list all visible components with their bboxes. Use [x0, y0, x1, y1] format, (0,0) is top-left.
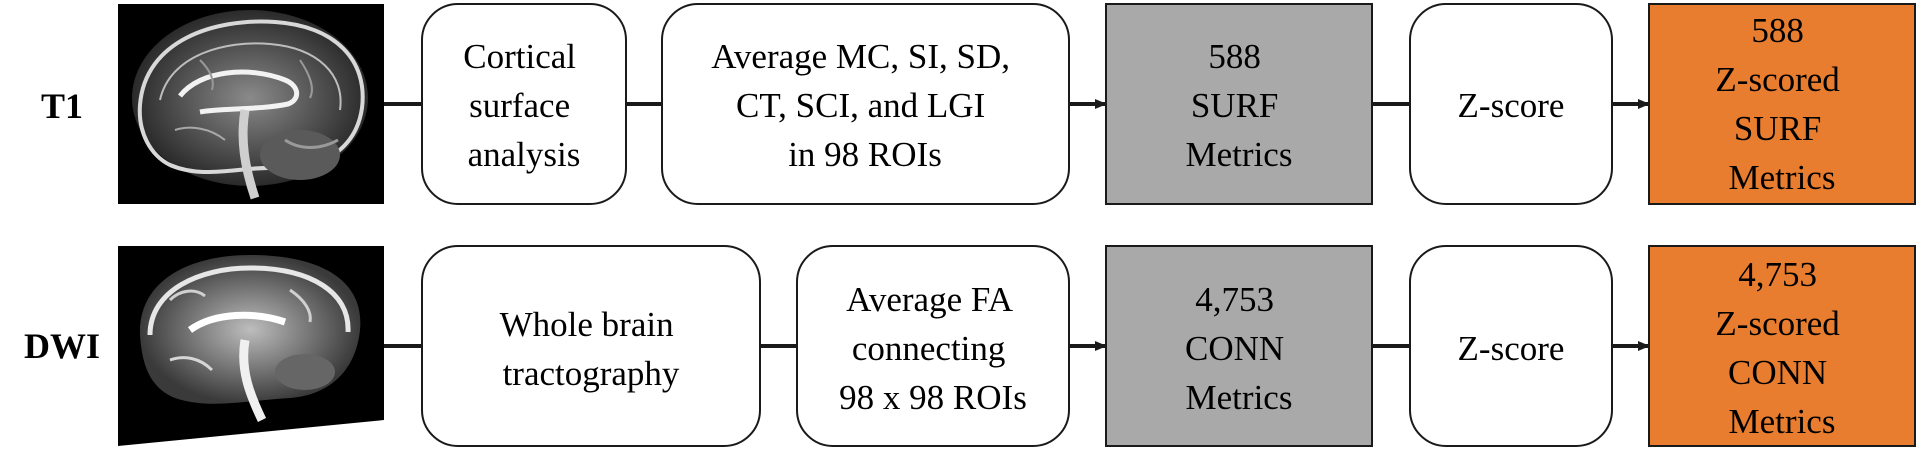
brain-dwi-sagittal-icon: [118, 246, 384, 446]
svg-text:4,753 CONN Metrics: 4,753 CONN Metrics: [1185, 280, 1293, 417]
brain-mri-sagittal-icon: [118, 4, 384, 204]
svg-text:Whole brain tractography: Whole brain tractography: [500, 305, 683, 393]
svg-text:Z-score: Z-score: [1458, 329, 1565, 368]
step-zscored-surf-metrics: 588 Z-scored SURF Metrics: [1648, 3, 1916, 205]
svg-text:Average FA connecting: Average FA connecting 98 x 98 ROIs: [839, 280, 1027, 417]
step-whole-brain-tractography: Whole brain tractography: [421, 245, 761, 447]
step-zscored-conn-metrics: 4,753 Z-scored CONN Metrics: [1648, 245, 1916, 447]
svg-text:588 SURF Metrics: 588 SURF Metrics: [1186, 37, 1293, 174]
step-zscore-dwi: Z-score: [1409, 245, 1613, 447]
row-label-dwi: DWI: [24, 326, 100, 366]
step-zscore-t1: Z-score: [1409, 3, 1613, 205]
step-cortical-surface-analysis: Cortical surface analysis: [421, 3, 627, 205]
row-label-t1: T1: [41, 86, 83, 126]
svg-text:Cortical surface a: Cortical surface analysis: [463, 37, 585, 174]
step-average-surface-metrics: Average MC, SI, SD, CT, SCI, and LGI in …: [661, 3, 1070, 205]
step-conn-metrics: 4,753 CONN Metrics: [1105, 245, 1373, 447]
svg-text:Z-score: Z-score: [1458, 86, 1565, 125]
svg-text:588 Z-scored SURF: 588 Z-scored SURF Metrics: [1715, 11, 1848, 197]
svg-text:4,753 Z-scored CON: 4,753 Z-scored CONN Metrics: [1715, 255, 1848, 441]
step-average-fa-connecting: Average FA connecting 98 x 98 ROIs: [796, 245, 1070, 447]
svg-text:Average MC, SI, SD, CT,: Average MC, SI, SD, CT, SCI, and LGI in …: [711, 37, 1019, 174]
step-surf-metrics: 588 SURF Metrics: [1105, 3, 1373, 205]
